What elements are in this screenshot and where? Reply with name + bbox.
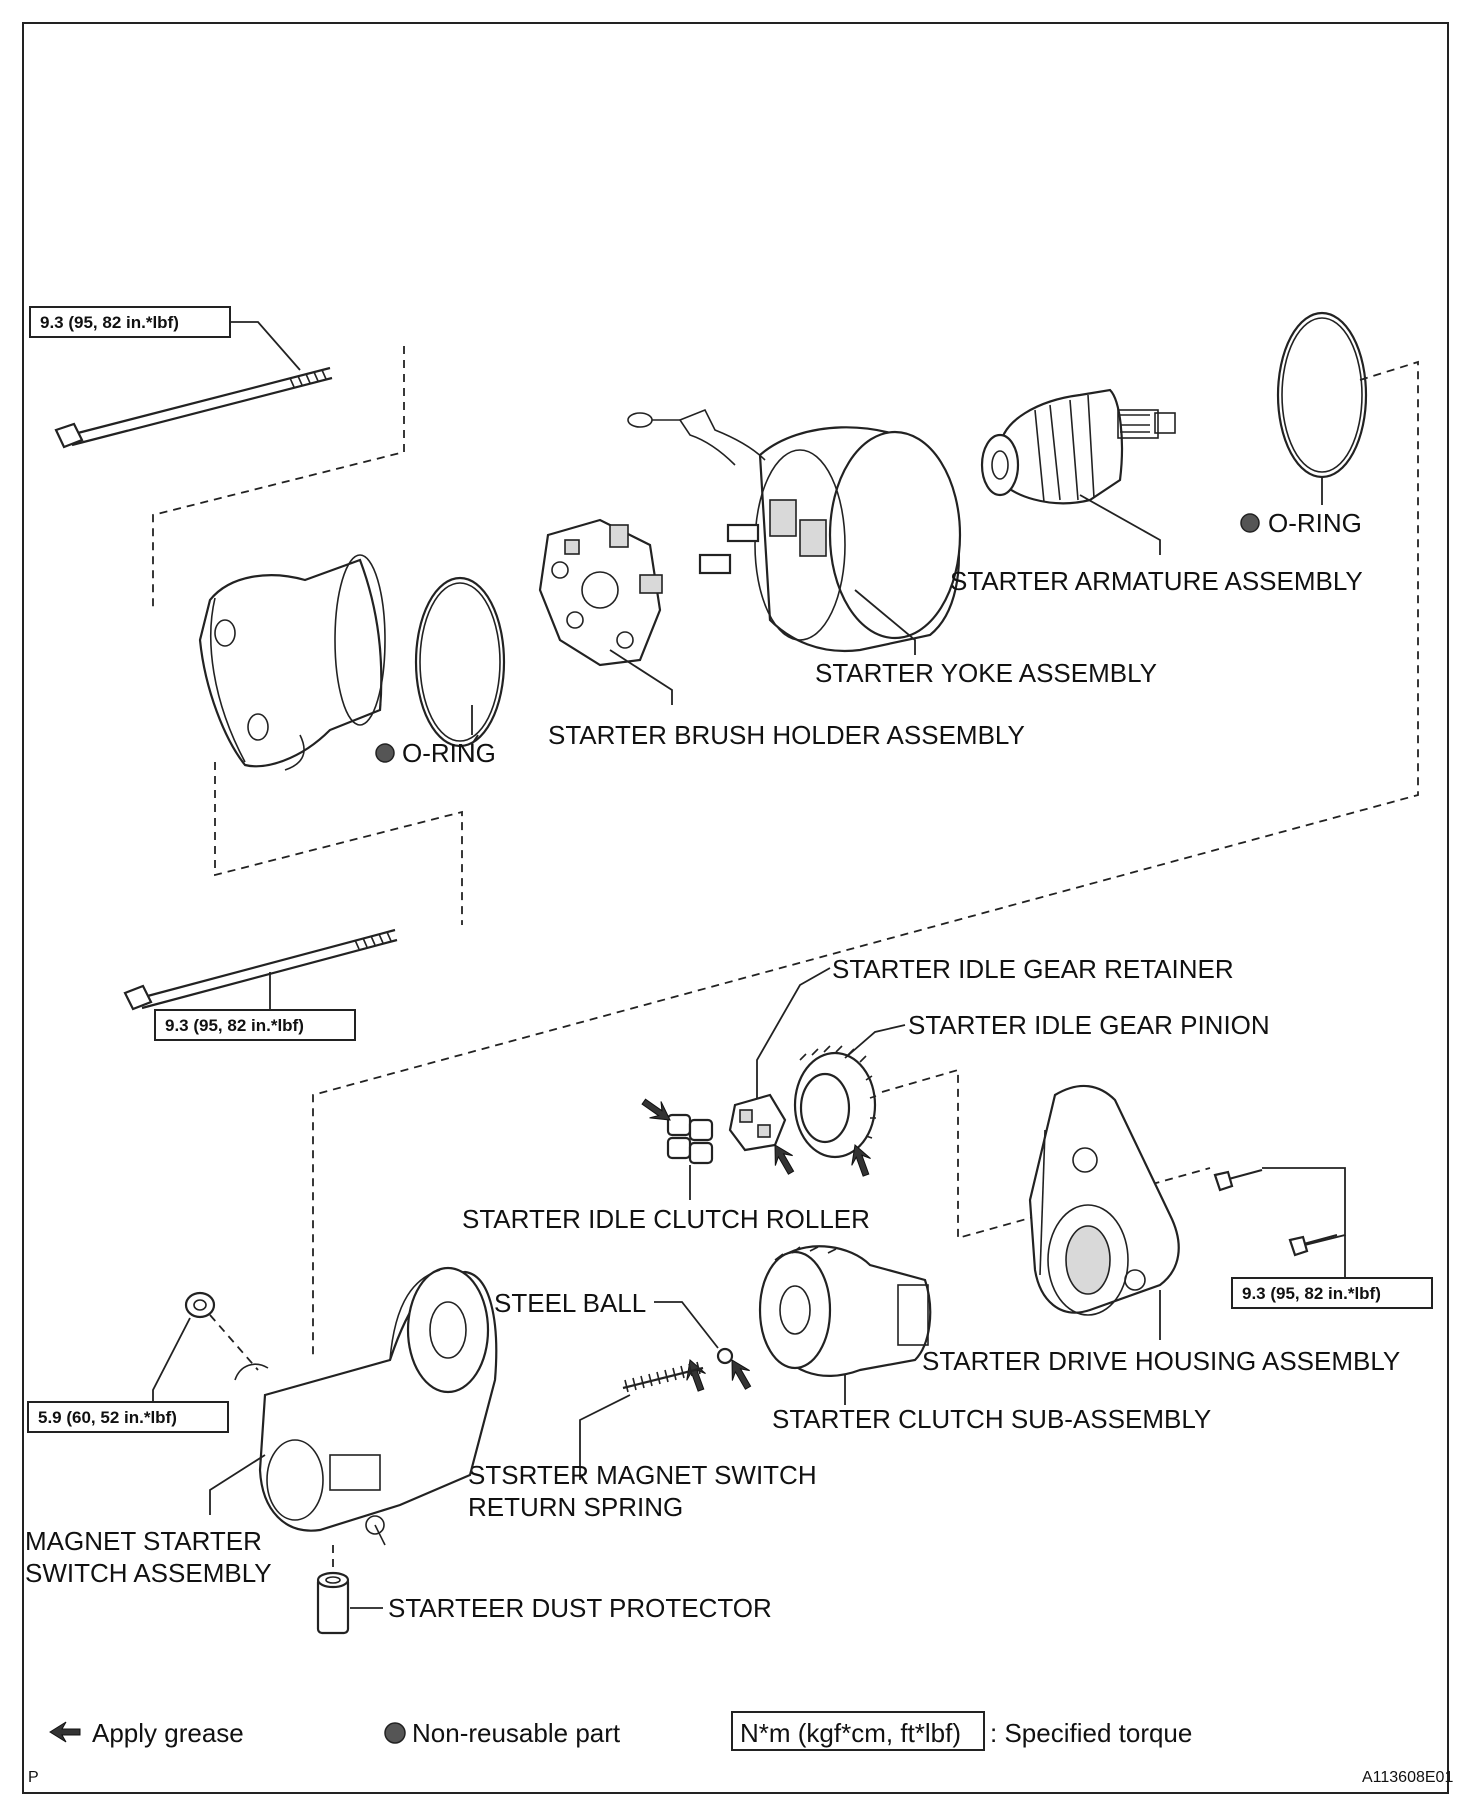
torque-value-1: 9.3 (95, 82 in.*lbf) (40, 313, 179, 332)
label-magnet-switch-1: MAGNET STARTER (25, 1526, 262, 1556)
label-steel-ball: STEEL BALL (494, 1288, 646, 1318)
legend-torque-box-text: N*m (kgf*cm, ft*lbf) (740, 1718, 961, 1748)
o-ring-left (414, 576, 506, 748)
return-spring (622, 1361, 704, 1393)
idle-gear-pinion (793, 1045, 877, 1159)
torque-value-4: 5.9 (60, 52 in.*lbf) (38, 1408, 177, 1427)
legend-torque-desc: : Specified torque (990, 1718, 1192, 1748)
torque-box-1: 9.3 (95, 82 in.*lbf) (29, 306, 301, 371)
long-bolt-top (54, 366, 333, 449)
torque-box-4: 5.9 (60, 52 in.*lbf) (27, 1401, 229, 1433)
dashed-guide-lower-left (214, 762, 463, 925)
legend-grease-text: Apply grease (92, 1718, 244, 1748)
housing-bolts (1213, 1168, 1338, 1257)
label-yoke: STARTER YOKE ASSEMBLY (815, 658, 1157, 688)
label-drive-housing: STARTER DRIVE HOUSING ASSEMBLY (922, 1346, 1400, 1376)
brush-holder (538, 518, 663, 667)
torque-box-2: 9.3 (95, 82 in.*lbf) (154, 972, 356, 1041)
torque-value-2: 9.3 (95, 82 in.*lbf) (165, 1016, 304, 1035)
long-bolt-bottom (123, 928, 398, 1011)
label-o-ring-left: O-RING (402, 738, 496, 768)
label-return-spring-1: STSRTER MAGNET SWITCH (468, 1460, 817, 1490)
commutator-end-frame (198, 554, 386, 771)
non-reusable-dot-icon (384, 1722, 406, 1744)
label-idle-gear-retainer: STARTER IDLE GEAR RETAINER (832, 954, 1234, 984)
label-brush-holder: STARTER BRUSH HOLDER ASSEMBLY (548, 720, 1025, 750)
torque-value-3: 9.3 (95, 82 in.*lbf) (1242, 1284, 1381, 1303)
o-ring-right (1276, 311, 1368, 479)
label-return-spring-2: RETURN SPRING (468, 1492, 683, 1522)
yoke-assembly (627, 408, 962, 652)
terminal-nut (184, 1291, 216, 1319)
label-o-ring-right: O-RING (1268, 508, 1362, 538)
torque-box-3: 9.3 (95, 82 in.*lbf) (1231, 1277, 1433, 1309)
label-magnet-switch-2: SWITCH ASSEMBLY (25, 1558, 272, 1588)
label-idle-clutch-roller: STARTER IDLE CLUTCH ROLLER (462, 1204, 870, 1234)
label-armature: STARTER ARMATURE ASSEMBLY (950, 566, 1363, 596)
non-reusable-mark-left (375, 743, 395, 763)
idle-gear-retainer (728, 1093, 787, 1152)
grease-arrow-icon (49, 1721, 81, 1743)
legend-torque-box (731, 1711, 985, 1751)
dashed-guide-top-left (152, 346, 405, 612)
label-clutch-sub: STARTER CLUTCH SUB-ASSEMBLY (772, 1404, 1211, 1434)
legend-non-reusable-text: Non-reusable part (412, 1718, 621, 1748)
page-letter: P (28, 1769, 39, 1786)
label-idle-gear-pinion: STARTER IDLE GEAR PINION (908, 1010, 1270, 1040)
label-dust-protector: STARTEER DUST PROTECTOR (388, 1593, 772, 1623)
idle-clutch-rollers (666, 1113, 714, 1165)
diagram-frame (22, 22, 1449, 1794)
armature (980, 388, 1176, 505)
legend: Apply grease Non-reusable part N*m (kgf*… (49, 1711, 1192, 1751)
dashed-guide-right (312, 360, 1419, 1355)
non-reusable-mark-right (1240, 513, 1260, 533)
dust-protector (316, 1571, 350, 1635)
magnet-starter-switch (234, 1266, 498, 1546)
drive-housing (1028, 1084, 1180, 1316)
figure-id: A113608E01 (1362, 1769, 1453, 1786)
steel-ball (716, 1347, 734, 1365)
clutch-sub-assembly (758, 1245, 932, 1377)
